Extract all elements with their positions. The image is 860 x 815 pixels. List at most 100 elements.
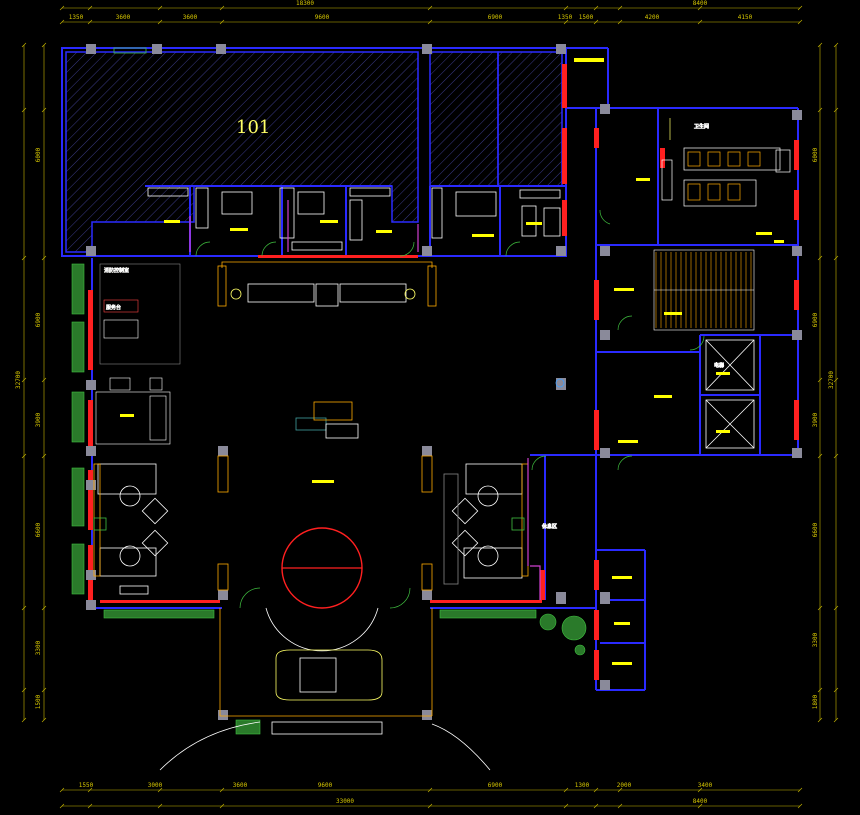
dimension-tick [833,107,839,113]
dimension-tick [697,19,703,25]
dimension-tick [427,5,433,11]
reception-counter [217,261,437,307]
dimension-tick [817,453,823,459]
dimension-tick [563,19,569,25]
bottom-dim: 1550 [79,782,94,789]
dimension-tick [59,803,65,809]
bottom-dim: 1300 [575,782,590,789]
left-dim: 6900 [35,312,42,327]
dimension-tick [21,717,27,723]
bottom-dim: 6900 [488,782,503,789]
columns [86,44,802,720]
dimension-tick [21,255,27,261]
top-total-left: 18300 [296,0,314,7]
left-dim: 1500 [35,694,42,709]
right-dim: 3900 [812,412,819,427]
dimension-tick [817,107,823,113]
left-dim: 3900 [35,412,42,427]
dimension-tick [157,19,163,25]
dimension-tick [617,5,623,11]
lounge-right: 休息区 [443,463,557,585]
dimension-tick [797,5,803,11]
dimension-tick [817,687,823,693]
dimension-tick [219,19,225,25]
dimension-tick [833,42,839,48]
right-dim: 6600 [812,522,819,537]
dimension-tick [833,687,839,693]
dimension-tick [797,19,803,25]
dimension-tick [21,687,27,693]
top-dim: 6900 [488,14,503,21]
dimension-tick [21,377,27,383]
dimension-tick [21,453,27,459]
dimension-tick [697,787,703,793]
elevator-label: 电梯 [714,362,724,369]
dimension-tick [41,255,47,261]
bottom-dim: 3000 [148,782,163,789]
top-dim: 4200 [645,14,660,21]
dimension-tick [563,787,569,793]
dimension-tick [817,42,823,48]
bottom-dim: 3400 [698,782,713,789]
right-dim: 6900 [812,312,819,327]
dimension-tick [593,19,599,25]
dimension-tick [833,255,839,261]
dimension-tick [41,453,47,459]
dimension-tick [593,803,599,809]
dimension-tick [157,787,163,793]
dimension-tick [797,787,803,793]
right-dim: 1800 [812,694,819,709]
left-service-area: 消防控制室 服务台 [95,263,181,445]
dimension-tick [593,5,599,11]
bottom-dim: 3600 [233,782,248,789]
dimension-tick [87,803,93,809]
top-dim: 4150 [738,14,753,21]
dimension-tick [833,605,839,611]
dimension-tick [593,787,599,793]
bottom-dimensions: 1550 3000 3600 9600 6900 1300 2000 3400 … [79,782,713,805]
room-tags [120,58,784,665]
dimension-tick [41,717,47,723]
top-total-right: 8400 [693,0,708,7]
dimension-tick [21,605,27,611]
right-dim: 6000 [812,147,819,162]
dimension-tick [59,787,65,793]
dimension-tick [41,605,47,611]
right-dimensions: 32700 6000 6900 3900 6600 3300 1800 [812,147,835,709]
dimension-tick [41,687,47,693]
left-dimensions: 32700 6000 6900 3900 6600 3300 1500 [15,147,42,709]
top-dim: 1350 [69,14,84,21]
room-number: 101 [236,117,270,138]
top-dim: 3600 [116,14,131,21]
dimension-tick [817,255,823,261]
dimension-tick [697,803,703,809]
left-total: 32700 [15,371,22,389]
lounge-left [93,463,169,595]
elevators: 电梯 [705,339,755,449]
dimension-tick [87,787,93,793]
dimension-tick [833,377,839,383]
dimension-tick [697,5,703,11]
top-dim: 9600 [315,14,330,21]
bottom-dim: 2000 [617,782,632,789]
right-total: 32700 [828,371,835,389]
top-dim: 1350 [558,14,573,21]
porte-cochere [159,608,491,771]
dimension-tick [87,19,93,25]
dimension-tick [21,107,27,113]
dimension-tick [41,42,47,48]
top-dimensions: 18300 8400 1350 3600 3600 9600 6900 1350… [69,0,753,21]
dimension-tick [59,5,65,11]
dimension-tick [41,377,47,383]
office-furniture [113,47,561,251]
left-dim: 6000 [35,147,42,162]
dimension-tick [219,787,225,793]
dimension-tick [617,19,623,25]
top-dim: 3600 [183,14,198,21]
dimension-tick [617,803,623,809]
bottom-dim: 9600 [318,782,333,789]
top-dim: 1500 [579,14,594,21]
dimension-tick [617,787,623,793]
dimension-lines [21,5,839,809]
dimension-tick [833,717,839,723]
